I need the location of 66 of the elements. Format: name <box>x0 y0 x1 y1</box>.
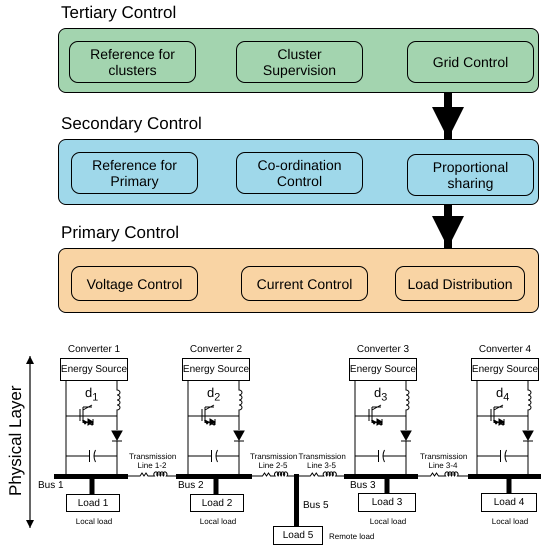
transmission-line-symbol <box>298 471 344 476</box>
control-function-box <box>407 41 534 83</box>
layer-heading: Secondary Control <box>61 114 202 134</box>
axis-label: Physical Layer <box>6 385 26 496</box>
load-caption: Local load <box>368 517 408 526</box>
device-label: d$_{3}$ <box>374 385 388 404</box>
arrow <box>432 93 464 139</box>
device-label: d$_{2}$ <box>207 385 220 404</box>
bus-bar <box>468 474 541 479</box>
load-caption: Remote load <box>329 532 374 541</box>
wire <box>354 380 356 474</box>
control-function-box <box>71 266 198 301</box>
control-function-box <box>241 266 368 301</box>
bus-stub <box>90 479 94 494</box>
layer-heading: Tertiary Control <box>61 3 176 23</box>
box-label: Grid Control <box>432 54 508 70</box>
load-caption: Local load <box>490 517 530 526</box>
box-label: Load 5 <box>282 530 314 541</box>
layer-heading: Primary Control <box>61 223 180 243</box>
converter-heading: Converter 4 <box>478 344 532 355</box>
control-function-box <box>407 154 534 196</box>
converter-heading: Converter 2 <box>188 344 244 355</box>
edge-label: Transmission Line 3-4 <box>420 452 466 470</box>
box-label: Load 2 <box>202 498 232 508</box>
load-caption: Local load <box>198 517 238 526</box>
box-label: Proportional sharing <box>432 159 510 191</box>
edge-label: Transmission Line 3-5 <box>298 452 344 470</box>
converter-heading: Converter 3 <box>356 344 410 355</box>
control-function-box <box>69 41 196 83</box>
transmission-line-symbol <box>128 471 176 476</box>
bus-stub <box>506 479 512 493</box>
control-function-box <box>395 266 525 301</box>
box-label: Load Distribution <box>407 276 513 292</box>
bus-label: Bus 1 <box>38 480 64 491</box>
control-function-box <box>236 152 363 194</box>
bus-stub <box>214 479 218 494</box>
edge-label: Transmission Line 1-2 <box>129 452 175 470</box>
device-label: d$_{1}$ <box>85 385 98 404</box>
control-function-box <box>71 152 198 194</box>
edge-label: Transmission Line 2-5 <box>250 452 296 470</box>
load-caption: Local load <box>74 517 114 526</box>
box-label: Energy Source <box>350 364 416 375</box>
transmission-line-symbol <box>418 471 468 476</box>
box-label: Energy Source <box>182 364 250 375</box>
bus-label: Bus 2 <box>178 480 204 491</box>
box-label: Voltage Control <box>86 276 182 292</box>
control-function-box <box>236 41 363 83</box>
bus-label: Bus 3 <box>350 480 376 491</box>
box-label: Reference for Primary <box>91 157 178 189</box>
box-label: Reference for clusters <box>89 46 176 78</box>
converter-heading: Converter 1 <box>66 344 122 355</box>
arrow <box>432 205 464 248</box>
box-label: Energy Source <box>60 364 128 375</box>
box-label: Energy Source <box>472 364 538 375</box>
box-label: Load 1 <box>78 498 108 508</box>
bus-stub <box>384 479 390 493</box>
device-label: d$_{4}$ <box>496 385 510 404</box>
bus-stub <box>294 510 299 526</box>
box-label: Current Control <box>256 276 352 292</box>
box-label: Cluster Supervision <box>262 46 338 78</box>
box-label: Load 3 <box>372 497 402 508</box>
box-label: Co-ordination Control <box>256 157 343 189</box>
transmission-line-symbol <box>252 471 294 476</box>
box-label: Load 4 <box>494 497 524 508</box>
bus-label: Bus 5 <box>303 500 329 511</box>
wire <box>476 380 478 474</box>
